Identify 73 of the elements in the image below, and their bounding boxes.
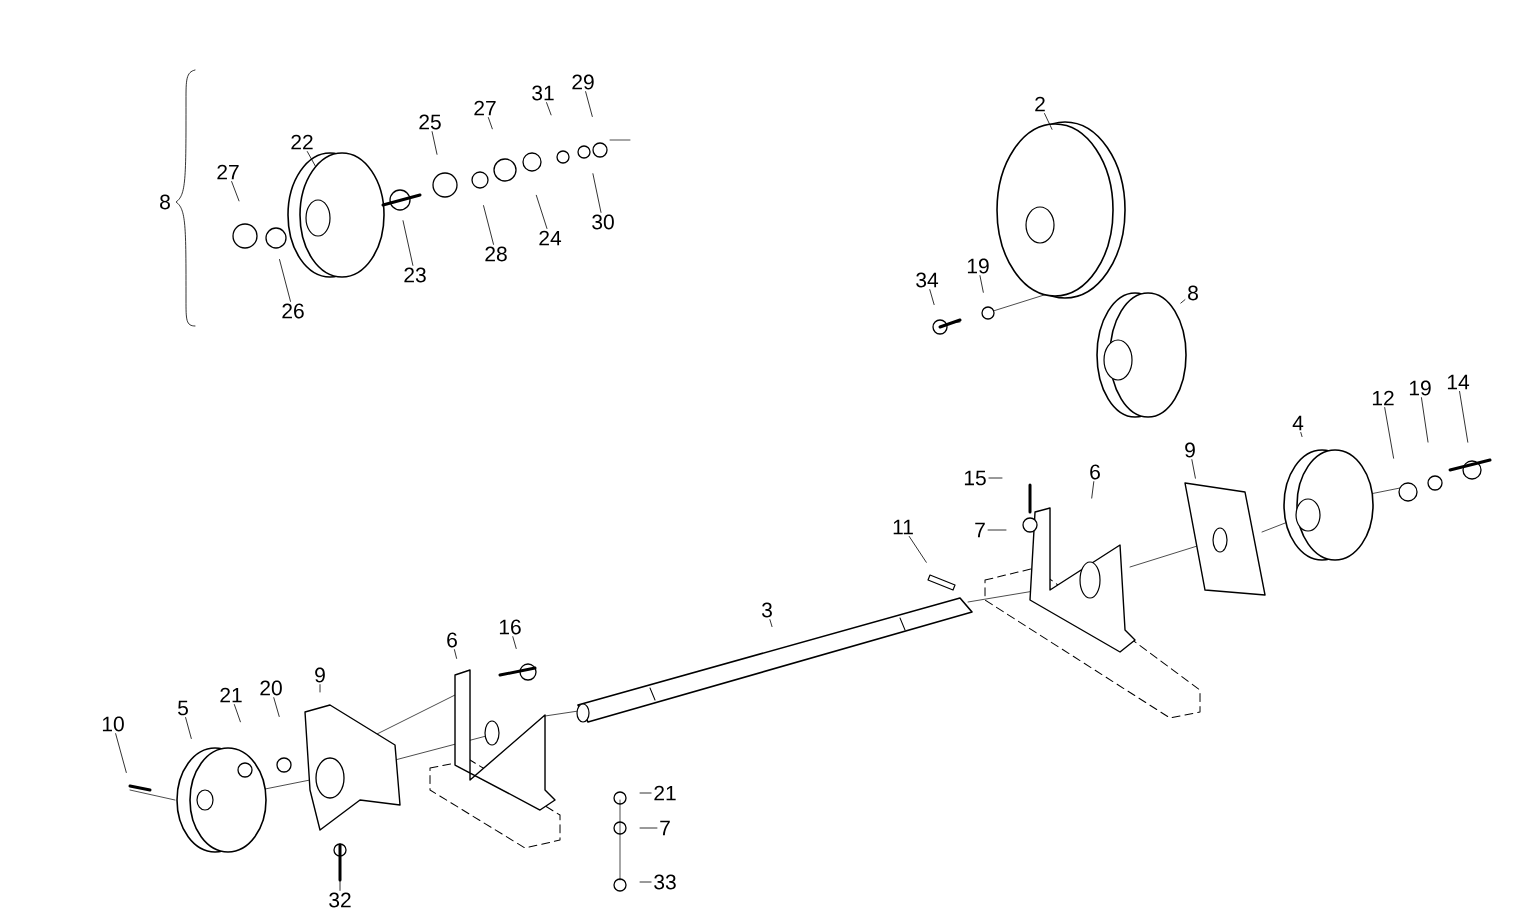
callout-number: 8: [160, 194, 170, 210]
leader-line: [639, 881, 652, 883]
callout-number: 25: [419, 114, 441, 130]
leader-line: [988, 477, 1003, 479]
callout-number: 19: [967, 258, 989, 274]
leader-line: [1421, 397, 1429, 443]
leader-line: [483, 205, 494, 245]
callout-number: 10: [102, 716, 124, 732]
callout-number: 5: [178, 700, 188, 716]
leader-line: [273, 697, 280, 717]
callout-number: 24: [539, 230, 562, 246]
leader-line: [1091, 481, 1095, 499]
callout-number: 27: [217, 164, 239, 180]
callout-number: 21: [220, 687, 242, 703]
leader-line: [319, 684, 321, 693]
leader-line: [431, 131, 438, 155]
callout-number: 9: [1185, 442, 1195, 458]
leader-line: [306, 151, 316, 167]
callout-number: 27: [474, 100, 496, 116]
callout-number: 32: [329, 892, 351, 908]
leader-line: [115, 733, 127, 773]
callout-number: 21: [654, 785, 676, 801]
callout-number: 4: [1292, 415, 1304, 431]
callout-number: 15: [964, 470, 986, 486]
callout-number: 20: [260, 680, 282, 696]
callout-number: 16: [499, 619, 521, 635]
callout-number: 26: [282, 303, 304, 319]
leader-line: [279, 259, 291, 302]
callout-number: 9: [315, 667, 325, 683]
leader-line: [1384, 407, 1394, 459]
callout-number: 8: [1188, 285, 1198, 301]
leader-line: [639, 827, 658, 829]
leader-line: [546, 102, 552, 116]
leader-line: [454, 649, 457, 659]
callout-number: 12: [1372, 390, 1394, 406]
callout-number: 7: [975, 522, 985, 538]
leader-line: [233, 704, 241, 723]
leader-line: [1300, 432, 1303, 437]
callout-number: 14: [1447, 374, 1470, 390]
leader-line: [512, 636, 517, 649]
leader-line: [639, 792, 652, 794]
callout-number: 28: [485, 246, 507, 262]
callout-number: 29: [572, 74, 594, 90]
leader-line: [979, 275, 984, 293]
callout-number: 30: [592, 214, 614, 230]
callout-number: 7: [660, 820, 670, 836]
callout-number: 3: [761, 602, 772, 618]
leader-line: [1459, 391, 1469, 443]
callout-number: 11: [893, 519, 913, 535]
callout-number: 22: [291, 134, 313, 150]
leader-line: [402, 220, 414, 266]
callout-number: 2: [1035, 96, 1045, 112]
leader-line: [592, 173, 602, 213]
leader-line: [1191, 459, 1196, 479]
leader-line: [908, 536, 927, 563]
leader-line: [987, 529, 1007, 531]
leader-line: [1180, 299, 1186, 304]
callout-number: 33: [654, 874, 676, 890]
leader-line: [231, 181, 240, 202]
leader-line: [535, 194, 548, 229]
callout-number: 31: [532, 85, 554, 101]
leader-line: [585, 91, 593, 117]
leader-line: [1044, 113, 1053, 130]
leader-line: [929, 289, 935, 305]
callout-number: 6: [447, 632, 457, 648]
callout-number: 6: [1090, 464, 1100, 480]
callout-number: 19: [1409, 380, 1431, 396]
callout-number: 34: [916, 272, 939, 288]
leader-line: [339, 875, 341, 891]
callout-number: 23: [404, 267, 426, 283]
leader-line: [487, 117, 493, 130]
leader-line: [769, 619, 773, 627]
leader-line: [185, 717, 192, 739]
